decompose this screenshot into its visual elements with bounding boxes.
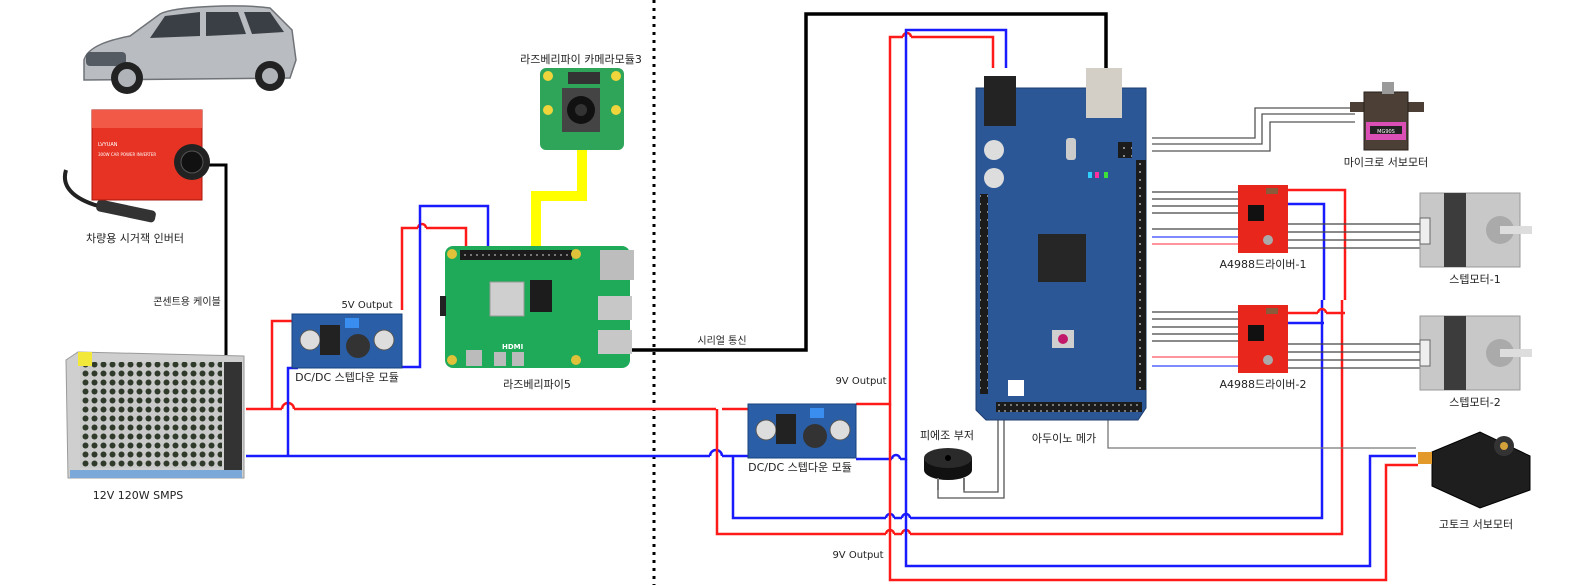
buck-5v-label: DC/DC 스텝다운 모듈	[295, 371, 399, 384]
micro-servo-model: MG90S	[1377, 129, 1395, 135]
power-supply-icon	[65, 351, 245, 479]
serial-label: 시리얼 통신	[697, 335, 746, 347]
micro-servo-label: 마이크로 서보모터	[1344, 156, 1428, 169]
buck-9v-label: DC/DC 스텝다운 모듈	[748, 461, 852, 474]
car-inverter-icon: LVYUAN 300W CAR POWER INVERTER	[62, 109, 210, 223]
rpi5-label: 라즈베리파이5	[503, 378, 571, 391]
raspberry-pi-icon: HDMI	[440, 246, 634, 368]
wire-9v-neg-hop	[890, 453, 902, 460]
wire-serial	[632, 12, 1108, 352]
svg-text:300W CAR POWER INVERTER: 300W CAR POWER INVERTER	[98, 152, 156, 157]
inverter-label: 차량용 시거잭 인버터	[86, 232, 184, 245]
wire-lower-positive	[715, 300, 1344, 536]
wire-servo-negative	[904, 454, 1416, 568]
car-icon	[83, 5, 297, 94]
smps-label: 12V 120W SMPS	[93, 489, 183, 502]
buck-9v-output-label-top: 9V Output	[835, 376, 886, 387]
buzzer-icon	[924, 448, 972, 490]
wire-driver-bus-positive	[1288, 188, 1347, 300]
buck-converter-5v-icon	[291, 313, 403, 369]
stepper-motor-2-icon	[1419, 315, 1532, 391]
stepper-driver-2-icon	[1238, 305, 1288, 373]
stepper-motor-1-icon	[1419, 192, 1532, 268]
stepper-driver-1-icon	[1238, 185, 1288, 253]
wire-driver2-pos-hop	[1316, 307, 1328, 314]
stepper1-label: 스텝모터-1	[1449, 273, 1500, 286]
micro-servo-icon: MG90S	[1350, 82, 1424, 151]
piezo-label: 피에조 부저	[920, 429, 974, 442]
driver1-label: A4988드라이버-1	[1220, 258, 1307, 271]
svg-text:LVYUAN: LVYUAN	[98, 142, 118, 148]
rpi-camera-label: 라즈베리파이 카메라모듈3	[520, 53, 642, 66]
wire-buck5-out-negative	[400, 204, 490, 369]
wire-9v-negative-arduino	[856, 28, 1008, 461]
wire-lower-negative	[731, 300, 1324, 520]
buck-converter-9v-icon	[747, 403, 857, 459]
wire-9v-positive-arduino	[856, 35, 995, 406]
driver2-label: A4988드라이버-2	[1220, 378, 1307, 391]
wire-outlet-cable	[206, 163, 228, 355]
buck-5v-output-label: 5V Output	[341, 300, 392, 311]
wire-camera-ribbon	[531, 150, 587, 246]
high-torque-servo-label: 고토크 서보모터	[1439, 518, 1513, 531]
svg-text:HDMI: HDMI	[502, 343, 523, 351]
arduino-label: 아두이노 메가	[1032, 432, 1096, 445]
wire-buck5-in-positive	[270, 319, 292, 409]
servo-motor-icon	[1418, 431, 1531, 509]
camera-module-icon	[540, 68, 624, 150]
stepper2-label: 스텝모터-2	[1449, 396, 1500, 409]
wire-buck5-out-positive	[400, 226, 468, 310]
arduino-mega-icon	[975, 68, 1147, 421]
outlet-cable-label: 콘센트용 케이블	[153, 296, 221, 308]
buck-9v-output-label-bottom: 9V Output	[832, 550, 883, 561]
wire-driver-bus-negative	[1288, 202, 1326, 300]
wire-servo-positive	[888, 404, 1418, 582]
wires	[206, 12, 1418, 582]
wire-buck5-out-hop	[416, 222, 428, 229]
